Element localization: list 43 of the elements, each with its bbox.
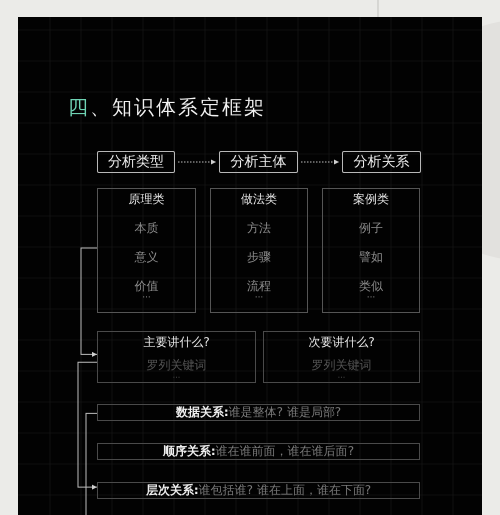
ellipsis-text: ···: [172, 374, 180, 382]
heading-text: 次要讲什么?: [308, 334, 375, 351]
category-label: 分析关系: [354, 153, 410, 171]
item-text: 例子: [359, 221, 383, 235]
ellipsis-text: ···: [142, 292, 151, 305]
arrow: [300, 160, 340, 164]
relation-box: [97, 443, 420, 460]
keyword-text: 罗列关键词: [146, 357, 206, 374]
arrow: [178, 160, 216, 164]
item-text: 本质: [134, 221, 158, 235]
relation-text: 数据关系:谁是整体? 谁是局部?: [176, 404, 342, 421]
item-text: 价值: [134, 279, 158, 293]
connector-line: [86, 412, 98, 515]
heading-text: 案例类: [353, 192, 389, 206]
item-text: 类似: [359, 279, 383, 293]
category-box: [342, 151, 421, 173]
arrow: [78, 362, 98, 490]
relation-box: [97, 482, 420, 499]
item-text: 步骤: [247, 250, 271, 264]
item-text: 譬如: [359, 250, 383, 264]
ellipsis-text: ···: [254, 292, 264, 305]
relation-text: 顺序关系:谁在谁前面，谁在谁后面?: [162, 443, 354, 460]
item-text: 意义: [134, 250, 158, 264]
category-column-box: [210, 188, 308, 313]
category-box: [219, 151, 298, 173]
question-box: [263, 331, 420, 383]
category-label: 分析类型: [108, 153, 164, 171]
relation-box: [97, 404, 420, 421]
item-text: 方法: [247, 221, 271, 235]
category-column-box: [97, 188, 196, 313]
heading-text: 做法类: [241, 192, 277, 206]
category-column-box: [322, 188, 420, 313]
keyword-text: 罗列关键词: [312, 357, 372, 374]
relation-text: 层次关系:谁包括谁? 谁在上面，谁在下面?: [146, 482, 372, 499]
category-box: [97, 151, 175, 173]
heading-text: 原理类: [128, 192, 164, 206]
arrow: [80, 248, 98, 357]
ellipsis-text: ···: [366, 292, 376, 305]
item-text: 流程: [247, 279, 271, 293]
ellipsis-text: ···: [338, 374, 346, 382]
heading-text: 主要讲什么?: [143, 334, 210, 351]
category-label: 分析主体: [230, 153, 286, 171]
question-box: [97, 331, 256, 383]
